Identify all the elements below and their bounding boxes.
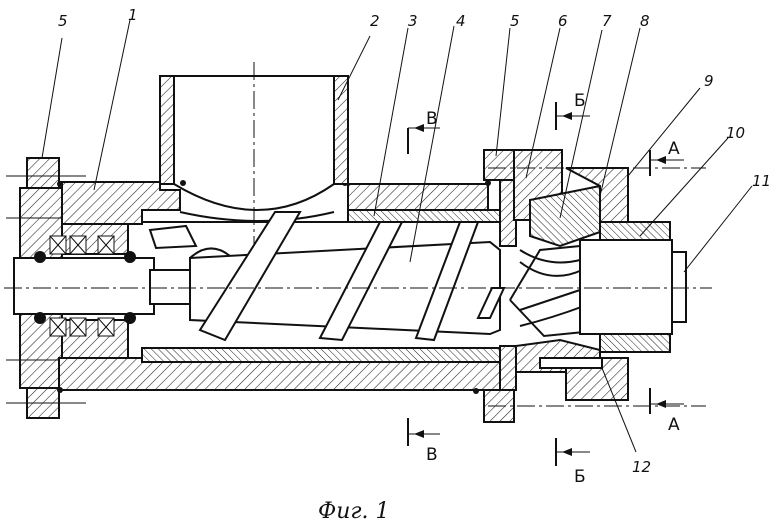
label-9: 9 xyxy=(704,72,714,90)
part-labels: 5 1 2 3 4 5 6 7 8 9 10 11 12 xyxy=(58,6,771,476)
section-letter-a-bottom: А xyxy=(668,415,680,435)
section-letter-v-top: В xyxy=(426,109,438,129)
label-10: 10 xyxy=(726,124,745,142)
nozzle xyxy=(579,221,687,353)
label-2: 2 xyxy=(370,12,380,30)
label-12: 12 xyxy=(632,458,651,476)
label-1: 1 xyxy=(128,6,138,24)
label-6: 6 xyxy=(558,12,568,30)
label-8: 8 xyxy=(640,12,650,30)
barrel-liner xyxy=(141,209,509,363)
label-7: 7 xyxy=(602,12,612,30)
housing xyxy=(57,180,501,394)
label-5-right: 5 xyxy=(510,12,520,30)
screw xyxy=(148,211,506,342)
section-letter-b-top: Б xyxy=(574,91,586,111)
label-11: 11 xyxy=(752,172,771,190)
section-marks: В В Б Б А А xyxy=(407,91,684,487)
label-4: 4 xyxy=(456,12,466,30)
label-5-left: 5 xyxy=(58,12,68,30)
section-letter-v-bottom: В xyxy=(426,445,438,465)
hopper xyxy=(159,75,349,222)
section-letter-a-top: А xyxy=(668,139,680,159)
figure-caption: Фиг. 1 xyxy=(318,499,390,524)
label-3: 3 xyxy=(408,12,418,30)
section-letter-b-bottom: Б xyxy=(574,467,586,487)
leader-lines xyxy=(41,19,753,453)
